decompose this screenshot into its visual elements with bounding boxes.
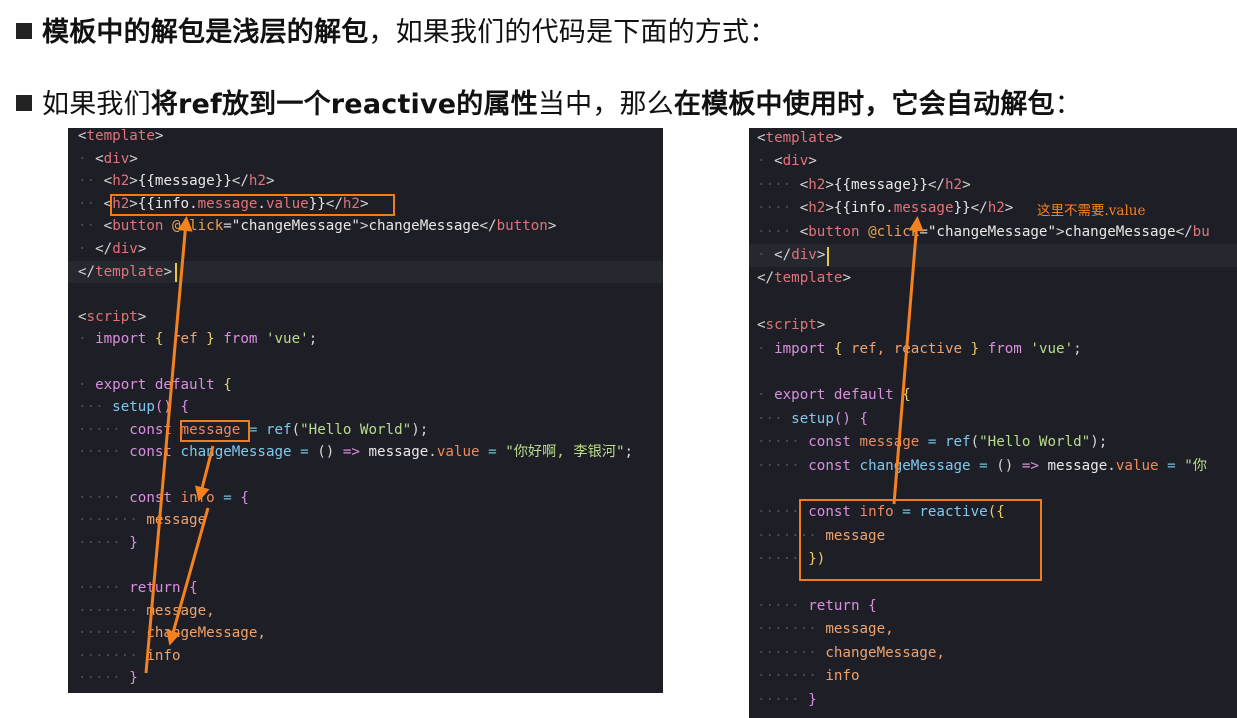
bullet-heading-2: 如果我们将ref放到一个reactive的属性当中，那么在模板中使用时，它会自动…	[16, 82, 1082, 121]
bullet-2-text-a: 如果我们	[42, 89, 151, 120]
code-line: <script>	[757, 317, 826, 334]
code-line: ··· setup() {	[757, 410, 869, 427]
code-line: ·· <h2>{{info.message.value}}</h2>	[78, 195, 369, 212]
arrow-to-info	[195, 445, 215, 502]
code-line: ····· const info = reactive({	[757, 504, 1005, 521]
code-line: ···· <h2>{{info.message}}</h2>	[757, 200, 1014, 217]
arrow-overlay	[892, 216, 924, 505]
code-line: · </div>	[78, 241, 147, 257]
bullet-1-bold: 模板中的解包是浅层的解包	[42, 17, 369, 48]
bullet-2-text-c: 当中，那么	[537, 89, 674, 120]
bullet-2-bold-b: 将ref放到一个reactive的属性	[150, 89, 538, 120]
annotation-no-value-needed: 这里不需要.value	[1037, 203, 1146, 219]
code-line-active: · </div>	[749, 244, 1237, 268]
code-line: ·· <h2>{{message}}</h2>	[78, 173, 275, 190]
code-line: <template>	[757, 130, 843, 146]
square-bullet-icon	[16, 23, 32, 39]
arrow-to-template-message	[892, 216, 924, 505]
bullet-1-text: ，如果我们的代码是下面的方式：	[368, 17, 777, 48]
code-line: ····· }	[78, 670, 138, 687]
text-cursor	[175, 263, 177, 282]
code-line: · <div>	[78, 150, 138, 167]
code-line: <script>	[78, 308, 147, 325]
code-line: ····· const message = ref("Hello World")…	[78, 421, 429, 438]
code-line: </template>	[757, 270, 851, 287]
arrow-overlay	[144, 216, 215, 674]
code-line: ······· message	[757, 527, 886, 544]
code-line: · <div>	[757, 153, 817, 170]
code-line: · import { ref, reactive } from 'vue';	[757, 340, 1082, 357]
highlight-box-reactive-info	[799, 499, 1042, 581]
code-line: · import { ref } from 'vue';	[78, 331, 318, 348]
code-line: ····· const message = ref("Hello World")…	[757, 434, 1108, 451]
code-line: ······· info	[78, 647, 181, 664]
code-line: ···· <button @click="changeMessage">chan…	[757, 223, 1210, 240]
code-line: ····· return {	[757, 598, 877, 614]
code-line: ····· })	[757, 551, 826, 568]
text-cursor	[827, 247, 829, 266]
code-line: ····· const changeMessage = () => messag…	[78, 444, 634, 461]
code-line: · export default {	[757, 387, 911, 404]
code-line: ···· <h2>{{message}}</h2>	[757, 176, 971, 193]
square-bullet-icon	[16, 95, 32, 111]
arrow-to-return-info	[166, 507, 210, 646]
code-line: ······· info	[757, 668, 860, 685]
code-line: ······· changeMessage,	[757, 644, 945, 661]
code-line: <template>	[78, 128, 164, 144]
bullet-2-bold-d: 在模板中使用时，它会自动解包	[673, 89, 1055, 120]
arrow-to-template	[144, 216, 193, 674]
code-editor-right: <template> · <div> ···· <h2>{{message}}<…	[749, 128, 1237, 718]
code-line: ····· const changeMessage = () => messag…	[757, 457, 1207, 474]
highlight-box-info-message-value	[110, 194, 395, 216]
highlight-box-message-var	[180, 420, 250, 442]
bullet-heading-1: 模板中的解包是浅层的解包，如果我们的代码是下面的方式：	[16, 10, 776, 49]
code-line: ··· setup() {	[78, 399, 190, 416]
code-line: ····· }	[757, 691, 817, 708]
bullet-2-text-e: ：	[1054, 89, 1082, 120]
code-line: ······· message,	[757, 621, 894, 638]
code-line: ·· <button @click="changeMessage">change…	[78, 218, 557, 235]
code-editor-left: <template> · <div> ·· <h2>{{message}}</h…	[68, 128, 663, 693]
code-line: ····· }	[78, 534, 138, 551]
code-line-active: </template>	[68, 260, 663, 284]
